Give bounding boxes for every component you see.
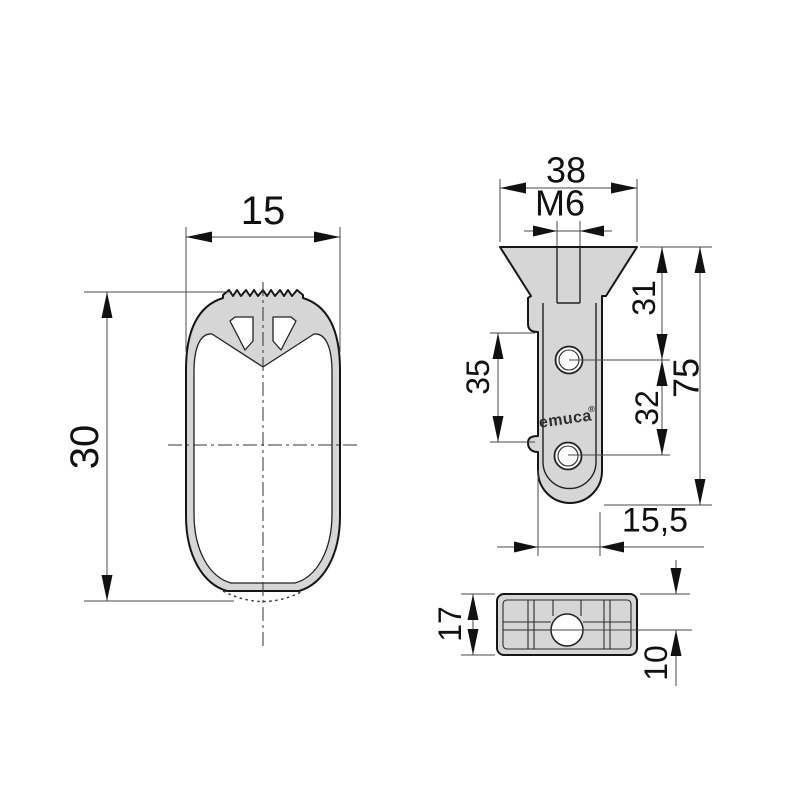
arrowhead — [611, 182, 637, 194]
arrowhead — [694, 247, 706, 273]
dim-rail-height: 30 — [63, 291, 234, 602]
arrowhead — [492, 416, 504, 442]
arrowhead — [533, 225, 557, 237]
arrowhead — [186, 231, 212, 243]
dim-label-axis-offset: 15,5 — [622, 501, 688, 539]
arrowhead — [670, 630, 682, 656]
arrowhead — [580, 225, 604, 237]
dim-label-bracket-top-width: 38 — [546, 150, 586, 191]
arrowhead — [656, 247, 668, 273]
arrowhead — [314, 231, 340, 243]
dim-bracket-overall-height: 75 — [666, 247, 707, 505]
dim-rail-width: 15 — [185, 189, 341, 352]
dim-bracket-hole-spacing: 32 — [629, 360, 668, 455]
dim-label-rail-width: 15 — [241, 189, 286, 233]
arrowhead — [670, 568, 682, 594]
arrowhead — [467, 594, 479, 620]
bracket-front-view: emuca ® — [499, 246, 638, 504]
dim-label-face-to-axis: 10 — [638, 645, 674, 681]
dim-bracket-top-width: 38 — [499, 150, 638, 242]
dim-label-bracket-thread: M6 — [535, 183, 585, 224]
bracket-hole-bottom-inner — [557, 445, 579, 467]
arrowhead — [656, 334, 668, 360]
arrowhead — [656, 429, 668, 455]
rail-anchor-right-notch — [272, 316, 297, 351]
arrowhead — [694, 479, 706, 505]
arrowhead — [492, 333, 504, 359]
bracket-channel-inner-line — [542, 303, 597, 490]
dim-label-overall-height: 75 — [666, 358, 707, 398]
bracket-body-outline — [499, 246, 638, 504]
dim-label-clip-span: 35 — [460, 359, 496, 395]
arrowhead — [467, 629, 479, 655]
bracket-top-view — [496, 593, 692, 656]
dim-topview-face-to-axis: 10 — [638, 560, 682, 686]
arrowhead — [514, 541, 538, 553]
arrowhead — [656, 360, 668, 386]
dim-bracket-clip-span: 35 — [460, 332, 535, 443]
topview-inner-outline — [502, 599, 632, 650]
arrowhead — [101, 575, 113, 601]
rail-section-view — [168, 282, 357, 646]
dim-label-rail-height: 30 — [63, 425, 107, 470]
dim-label-thickness: 17 — [432, 606, 468, 642]
dim-label-top-to-hole: 31 — [626, 280, 662, 316]
dim-bracket-axis-offset: 15,5 — [497, 470, 704, 556]
emuca-logo-mark: ® — [588, 404, 596, 415]
dim-bracket-thread: M6 — [524, 183, 612, 246]
arrowhead — [101, 292, 113, 318]
dim-topview-thickness: 17 — [432, 593, 495, 656]
dim-bracket-top-to-hole: 31 — [626, 247, 668, 360]
arrowhead — [500, 182, 526, 194]
rail-anchor-left-notch — [229, 316, 254, 351]
dim-label-hole-spacing: 32 — [629, 390, 665, 426]
arrowhead — [600, 541, 624, 553]
